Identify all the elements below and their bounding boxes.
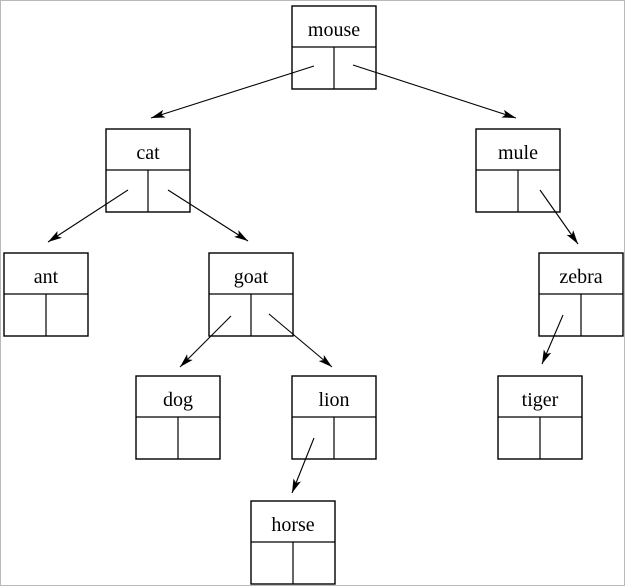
node-label-cat: cat [136,142,160,164]
edge-mouse-left-cat [150,65,315,119]
node-label-lion: lion [318,389,349,411]
edge-zebra-left-tiger [541,314,564,365]
tree-node-dog: dog [135,375,221,460]
edge-goat-right-lion [268,313,333,368]
tree-node-mouse: mouse [291,5,377,90]
node-label-dog: dog [163,389,193,411]
tree-node-horse: horse [250,500,336,585]
edge-cat-left-ant [47,189,129,243]
tree-edges [47,64,579,494]
edge-cat-right-goat [167,189,249,242]
tree-node-cat: cat [105,128,191,213]
node-label-goat: goat [234,266,269,288]
node-label-ant: ant [34,266,59,288]
tree-node-ant: ant [3,252,89,337]
edge-goat-left-dog [179,315,232,368]
edge-lion-left-horse [291,437,315,494]
tree-node-mule: mule [475,128,561,213]
tree-node-tiger: tiger [497,375,583,460]
node-label-tiger: tiger [522,389,559,411]
edge-mule-right-zebra [539,189,579,245]
edge-mouse-right-mule [352,64,517,119]
node-label-horse: horse [271,514,314,536]
node-label-mouse: mouse [308,19,360,41]
node-label-zebra: zebra [559,266,602,288]
node-label-mule: mule [498,142,538,164]
tree-node-lion: lion [291,375,377,460]
tree-node-zebra: zebra [538,252,624,337]
